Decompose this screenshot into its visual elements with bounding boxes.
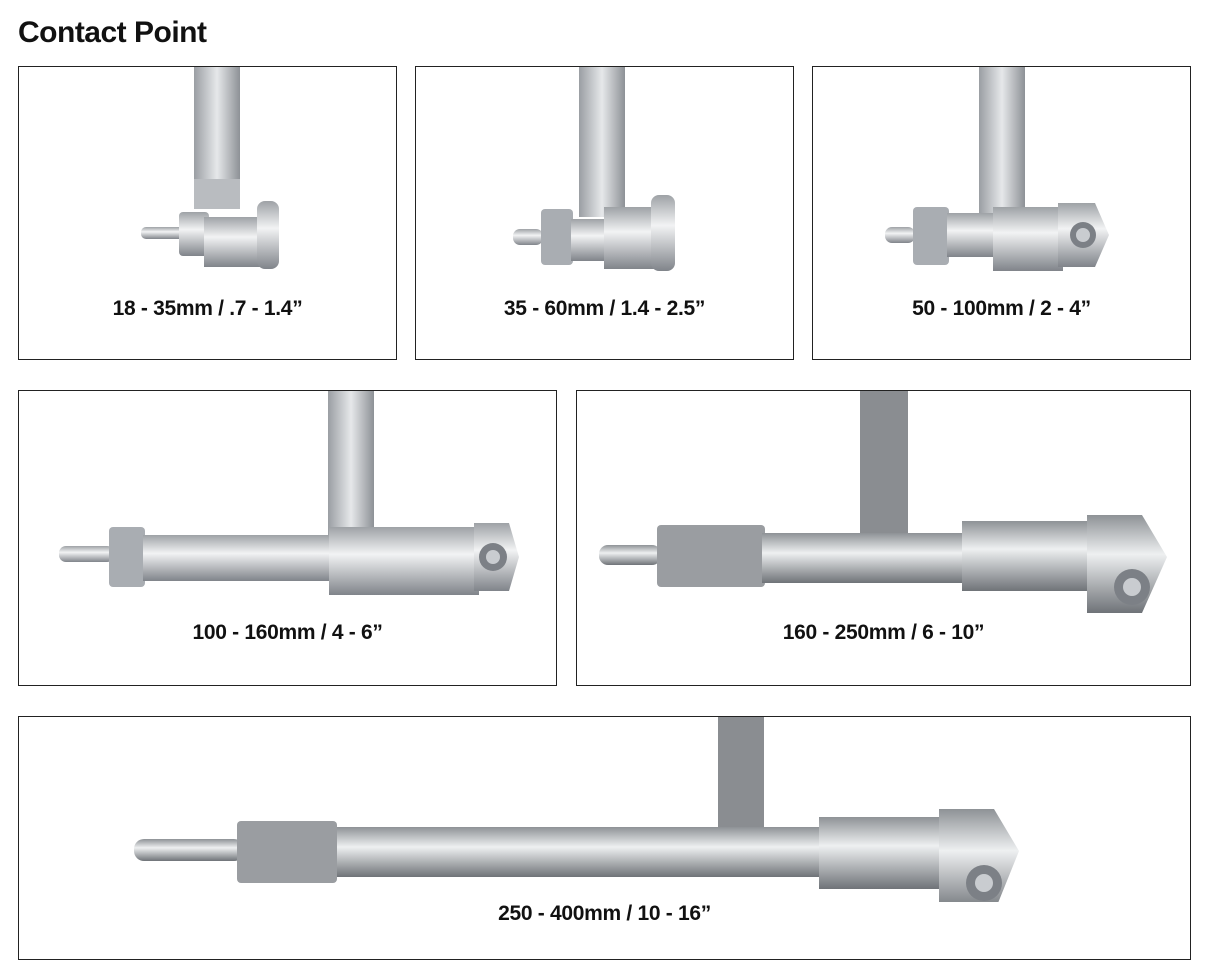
panel-100-160mm: 100 - 160mm / 4 - 6” (18, 390, 557, 686)
panel-35-60mm: 35 - 60mm / 1.4 - 2.5” (415, 66, 794, 360)
contact-point-18-35mm-photo (141, 67, 279, 269)
panel-160-250mm: 160 - 250mm / 6 - 10” (576, 390, 1191, 686)
panel-caption: 50 - 100mm / 2 - 4” (912, 297, 1091, 320)
contact-point-50-100mm-photo (885, 67, 1109, 271)
panel-caption: 100 - 160mm / 4 - 6” (192, 621, 383, 644)
panel-50-100mm: 50 - 100mm / 2 - 4” (812, 66, 1191, 360)
panel-caption: 250 - 400mm / 10 - 16” (498, 902, 711, 925)
panel-caption: 18 - 35mm / .7 - 1.4” (112, 297, 303, 320)
contact-point-35-60mm-photo (513, 67, 675, 271)
panel-caption: 160 - 250mm / 6 - 10” (782, 621, 985, 644)
contact-point-250-400mm-photo (134, 717, 1019, 902)
panel-caption: 35 - 60mm / 1.4 - 2.5” (503, 297, 706, 320)
panel-250-400mm: 250 - 400mm / 10 - 16” (18, 716, 1191, 960)
panel-18-35mm: 18 - 35mm / .7 - 1.4” (18, 66, 397, 360)
contact-point-160-250mm-photo (599, 391, 1167, 613)
contact-point-100-160mm-photo (59, 391, 519, 595)
page-title: Contact Point (18, 16, 207, 49)
